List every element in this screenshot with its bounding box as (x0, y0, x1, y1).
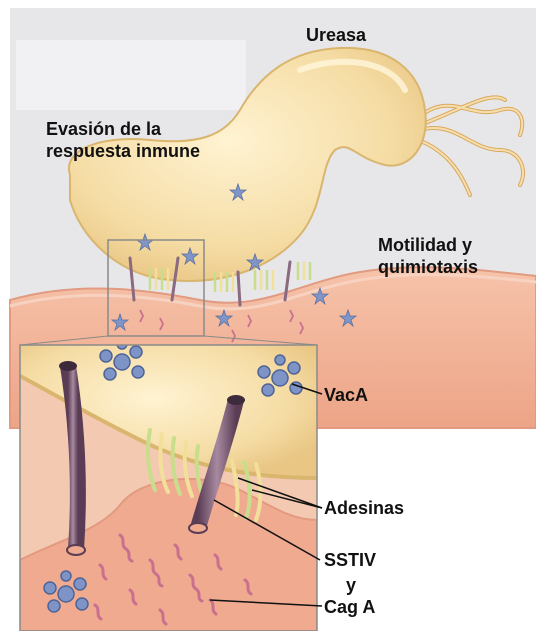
background-light-patch (16, 40, 246, 110)
label-evasion: Evasión de la respuesta inmune (46, 118, 200, 162)
label-ureasa: Ureasa (306, 24, 366, 46)
zoom-inset (20, 339, 317, 631)
label-sstiv: SSTIV (324, 549, 376, 571)
label-adesinas: Adesinas (324, 497, 404, 519)
label-vaca: VacA (324, 384, 368, 406)
label-motilidad: Motilidad y quimiotaxis (378, 234, 478, 278)
label-y: y (346, 574, 356, 596)
label-caga: Cag A (324, 596, 375, 618)
